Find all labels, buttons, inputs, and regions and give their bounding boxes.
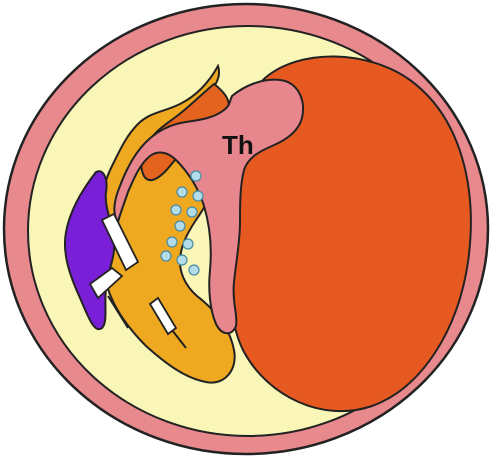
vessel-dot [171,205,181,215]
vessel-dot [167,237,177,247]
vessel-dot [177,187,187,197]
thalamus-label: Th [222,130,254,160]
vessel-dot [191,171,201,181]
vessel-dot [193,191,203,201]
vessel-dot [187,207,197,217]
vessel-dot [183,239,193,249]
vessel-dot [189,265,199,275]
vessel-dot [161,251,171,261]
vessel-dot [175,221,185,231]
vessel-dot [177,255,187,265]
